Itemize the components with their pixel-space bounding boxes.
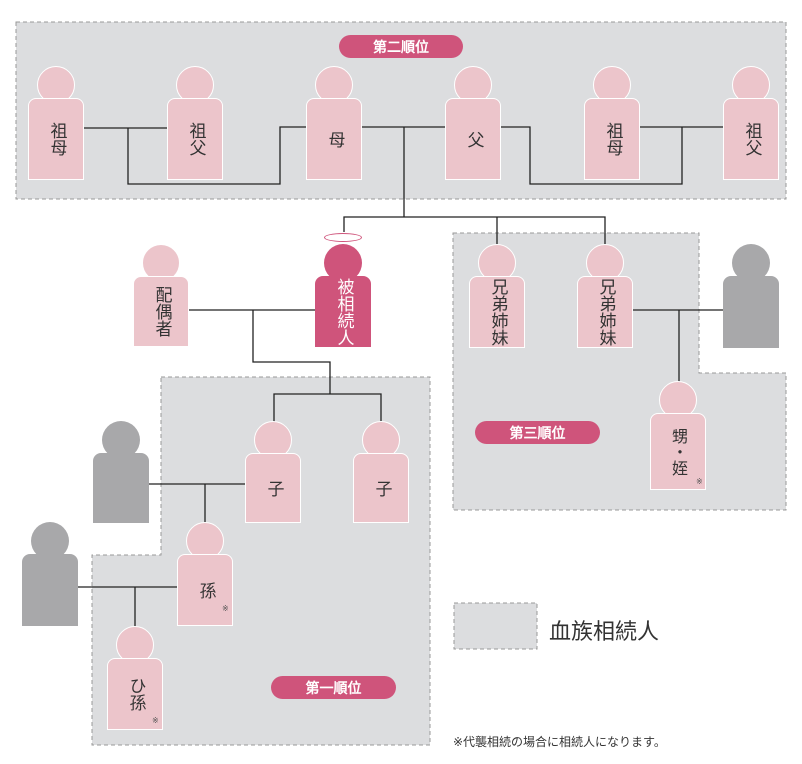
note-mark: ※	[222, 604, 229, 613]
person-body: 父	[445, 98, 501, 180]
person-body: 兄弟姉妹	[469, 276, 525, 348]
person-body: 被相続人	[315, 276, 371, 347]
person-body: 祖父	[167, 98, 223, 180]
person-label: 甥・姪	[669, 427, 688, 476]
person-label: 兄弟姉妹	[487, 278, 508, 346]
person-body: 孫※	[177, 554, 233, 626]
person-head-icon	[176, 66, 214, 104]
person-head-icon	[732, 244, 770, 282]
person-label: 被相続人	[333, 277, 354, 346]
person-head-icon	[659, 381, 697, 419]
person-body: 兄弟姉妹	[577, 276, 633, 348]
person-head-icon	[478, 244, 516, 282]
rank-label-third: 第三順位	[475, 421, 600, 444]
person-body: 甥・姪 ※	[650, 413, 706, 490]
legend-label: 血族相続人	[549, 620, 660, 645]
person-head-icon	[31, 522, 69, 560]
halo-icon	[324, 233, 362, 242]
rank-label-first: 第一順位	[271, 676, 396, 699]
person-label: 祖母	[602, 122, 623, 156]
region-first-rank	[91, 376, 431, 746]
person-label: 母	[324, 130, 345, 148]
person-body: 母	[306, 98, 362, 180]
note-mark: ※	[696, 477, 703, 486]
person-label: ひ孫	[125, 677, 146, 711]
person-label: 子	[263, 479, 284, 497]
person-body: 子	[245, 453, 301, 523]
footnote: ※代襲相続の場合に相続人になります。	[453, 735, 666, 749]
person-body: 子	[353, 453, 409, 523]
person-label: 配偶者	[151, 286, 172, 337]
person-head-icon	[142, 244, 180, 282]
person-label: 祖父	[741, 122, 762, 156]
person-head-icon	[732, 66, 770, 104]
person-label: 子	[371, 479, 392, 497]
person-body	[22, 554, 78, 626]
person-body: 配偶者	[133, 276, 189, 347]
rank-label-second: 第二順位	[339, 35, 463, 58]
person-head-icon	[102, 421, 140, 459]
person-body: 祖母	[584, 98, 640, 180]
person-body	[93, 453, 149, 523]
person-head-icon	[315, 66, 353, 104]
person-head-icon	[37, 66, 75, 104]
relation-lines	[78, 126, 723, 628]
person-label: 祖母	[46, 122, 67, 156]
person-body: 祖父	[723, 98, 779, 180]
note-mark: ※	[152, 716, 159, 725]
person-body: 祖母	[28, 98, 84, 180]
person-body	[723, 276, 779, 348]
legend-swatch	[453, 602, 538, 650]
person-head-icon	[324, 244, 362, 282]
person-label: 父	[463, 130, 484, 148]
person-label: 祖父	[185, 122, 206, 156]
person-head-icon	[116, 626, 154, 664]
person-body: ひ孫 ※	[107, 658, 163, 730]
person-label: 孫	[195, 581, 216, 599]
person-label: 兄弟姉妹	[595, 278, 616, 346]
